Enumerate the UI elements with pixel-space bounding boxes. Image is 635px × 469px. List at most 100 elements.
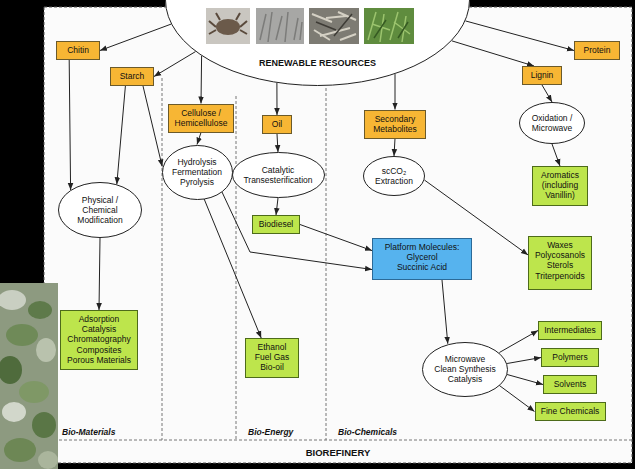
flow-arrow — [465, 21, 574, 51]
crab-body — [216, 19, 240, 35]
node-text: Platform Molecules: — [377, 242, 467, 252]
node-text: Waxes Polycosanols Sterols Triterpenoids — [533, 240, 587, 281]
node-text: Oil — [267, 119, 287, 129]
product-box: Biodiesel — [252, 215, 300, 234]
text-wrap: Physical / Chemical Modification — [71, 195, 129, 226]
flow-arrow — [507, 358, 541, 364]
section-divider — [162, 78, 163, 440]
photo-texture — [368, 12, 410, 42]
photo-texture — [32, 412, 56, 438]
node-subtext: Succinic Acid — [377, 262, 467, 272]
product-box: Ethanol Fuel Gas Bio-oil — [245, 338, 299, 378]
flow-arrow — [117, 86, 126, 184]
flow-arrow — [499, 331, 538, 353]
photo-texture — [36, 338, 56, 362]
node-text: Catalytic Transesterification — [242, 165, 314, 185]
node-text: Intermediates — [543, 325, 597, 335]
ellipse-shape — [423, 342, 508, 396]
flow-arrow — [197, 133, 201, 145]
text-wrap: Adsorption Catalysis Chromatography Comp… — [65, 314, 133, 365]
text-wrap: Chitin — [61, 45, 95, 55]
node-subtext: Glycerol — [377, 252, 467, 262]
photo-ground — [364, 8, 414, 44]
process-ellipse: Physical / Chemical Modification — [58, 182, 142, 238]
product-box: Aromatics (including Vanillin) — [532, 166, 588, 206]
feedstock-box: Secondary Metabolites — [364, 110, 426, 139]
product-box: Adsorption Catalysis Chromatography Comp… — [60, 310, 138, 370]
node-text: Secondary Metabolites — [369, 114, 421, 134]
photo-texture — [0, 356, 22, 384]
text-wrap: Intermediates — [543, 325, 597, 335]
text-wrap: Platform Molecules:GlycerolSuccinic Acid — [377, 242, 467, 273]
crab-photo — [206, 8, 250, 44]
node-text: Adsorption Catalysis Chromatography Comp… — [65, 314, 133, 365]
node-text: Ethanol Fuel Gas Bio-oil — [250, 342, 294, 373]
flow-arrow — [69, 60, 70, 190]
flow-arrow — [394, 139, 395, 157]
crab-legs — [209, 13, 247, 34]
plant-photo — [364, 8, 414, 44]
feedstock-box: Cellulose / Hemicellulose — [168, 104, 234, 133]
text-wrap: Protein — [579, 45, 615, 55]
node-text: Fine Chemicals — [540, 406, 601, 416]
ellipse-shape — [232, 153, 324, 198]
node-text: RENEWABLE RESOURCES — [165, 58, 470, 69]
footer-title: BIOREFINERY — [306, 447, 371, 458]
platform-box: Platform Molecules:GlycerolSuccinic Acid — [372, 238, 472, 280]
node-text: Solvents — [548, 379, 592, 389]
photo-ground — [256, 8, 304, 44]
photo-texture — [2, 402, 26, 422]
photo-texture — [19, 381, 49, 403]
node-text: scCO₂ Extraction — [371, 166, 417, 186]
node-text: Hydrolysis Fermentation Pyrolysis — [170, 157, 224, 188]
flow-arrow — [552, 144, 560, 166]
section-divider — [326, 88, 327, 440]
section-divider — [236, 96, 237, 440]
photo-ground — [309, 8, 359, 44]
flow-arrow — [507, 375, 543, 385]
flow-arrow — [277, 134, 278, 152]
product-box: Fine Chemicals — [535, 402, 606, 421]
node-text: Chitin — [61, 45, 95, 55]
flow-arrow — [499, 386, 534, 412]
arc-outline — [165, 0, 470, 87]
text-wrap: Starch — [115, 71, 149, 81]
section-label: Bio-Materials — [62, 427, 115, 437]
arc-shape — [166, 0, 470, 86]
process-ellipse: Hydrolysis Fermentation Pyrolysis — [162, 145, 233, 200]
photo-texture — [0, 290, 26, 310]
product-box: Intermediates — [538, 321, 602, 340]
feedstock-box: Oil — [262, 115, 292, 134]
flow-arrow — [300, 225, 372, 251]
flow-arrow — [143, 86, 162, 167]
flow-arrow — [442, 280, 448, 344]
product-box: Polymers — [541, 348, 599, 367]
text-wrap: Oxidation / Microwave — [527, 113, 577, 133]
ellipse-shape — [162, 145, 232, 199]
text-wrap: Microwave Clean Synthesis Catalysis — [434, 354, 497, 385]
process-ellipse: Microwave Clean Synthesis Catalysis — [422, 342, 508, 397]
photo-texture — [312, 12, 356, 40]
landscape-photo — [0, 283, 58, 469]
node-text: Protein — [579, 45, 615, 55]
process-ellipse: Catalytic Transesterification — [232, 152, 325, 198]
flow-arrow — [276, 83, 277, 115]
text-wrap: Secondary Metabolites — [369, 114, 421, 134]
node-text: Polymers — [546, 352, 594, 362]
text-wrap: Solvents — [548, 379, 592, 389]
node-text: Microwave Clean Synthesis Catalysis — [434, 354, 497, 385]
flow-arrow — [452, 41, 534, 66]
product-box: Waxes Polycosanols Sterols Triterpenoids — [528, 236, 592, 290]
section-label: Bio-Chemicals — [338, 427, 397, 437]
photo-texture — [28, 301, 52, 319]
process-ellipse: scCO₂ Extraction — [363, 156, 425, 196]
section-label: Bio-Energy — [248, 427, 293, 437]
text-wrap: scCO₂ Extraction — [371, 166, 417, 186]
photo-texture — [6, 324, 38, 346]
ellipse-shape — [520, 103, 585, 144]
grass-photo — [256, 8, 304, 44]
text-wrap: Ethanol Fuel Gas Bio-oil — [250, 342, 294, 373]
text-wrap: Catalytic Transesterification — [242, 165, 314, 185]
